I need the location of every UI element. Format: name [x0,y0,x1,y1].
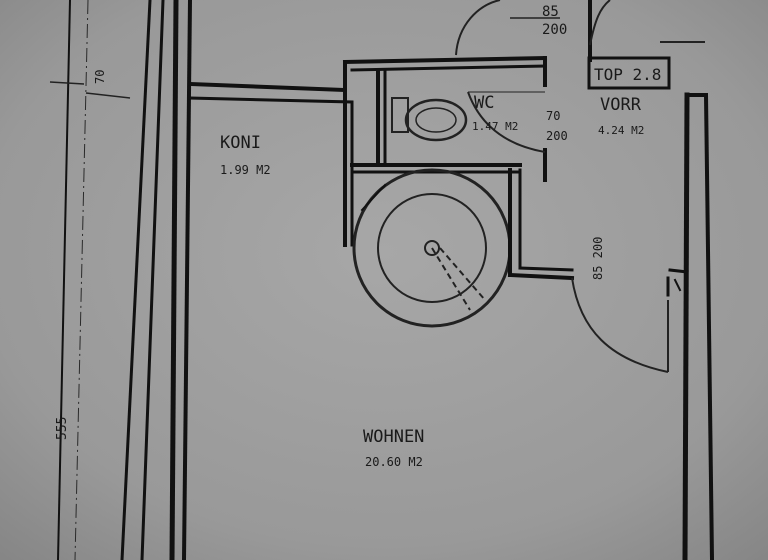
entry-door-swing [455,0,501,56]
room-name-vorr: VORR [600,95,642,115]
stair-enclosure-walls [507,168,575,281]
room-area-wohnen: 20.60 M2 [365,455,423,469]
side-door-swing [571,277,669,373]
wc-door-swing [467,91,546,153]
room-name-wohnen: WOHNEN [363,427,424,447]
dim-left-height: 70 [93,70,107,84]
room-name-wc: WC [474,93,494,113]
unit-tag: TOP 2.8 [587,56,671,90]
dim-wc-door-width: 70 [546,109,560,123]
left-outer-walls [56,0,165,560]
koni-partition-walls [187,55,548,247]
dim-overall-height: 555 [55,417,70,440]
room-name-koni: KONI [220,133,261,153]
left-dimension-ticks [49,81,131,99]
dim-top-door-width: 85 [542,4,559,20]
dim-side-door: 85 200 [591,237,605,280]
vorr-door-swing-top [589,0,611,46]
unit-tag-label: TOP 2.8 [594,65,661,84]
wc-room-walls [350,68,547,182]
room-area-wc: 1.47 M2 [472,120,518,133]
room-area-vorr: 4.24 M2 [598,124,644,137]
toilet-fixture [391,97,468,142]
room-area-koni: 1.99 M2 [220,163,271,177]
spiral-staircase [352,168,512,328]
apartment-left-wall [169,0,193,560]
vorr-right-walls [588,0,715,560]
dim-top-door-height: 200 [542,22,567,38]
dim-wc-door-height: 200 [546,129,568,143]
